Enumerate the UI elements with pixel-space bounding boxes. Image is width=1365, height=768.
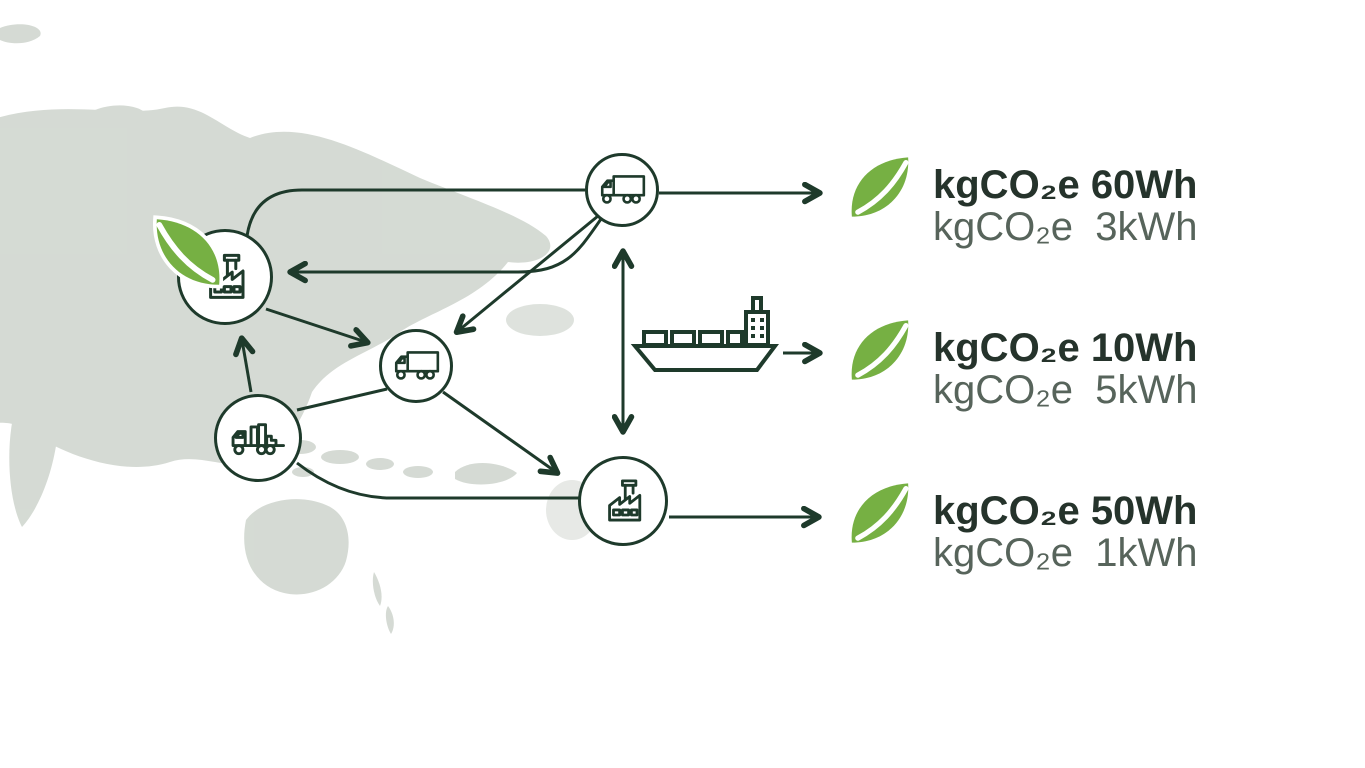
emission-secondary-text: kgCO₂e 5kWh [933,368,1198,412]
cargo-ship-icon [630,296,779,372]
leaf-icon [851,320,909,380]
factory-icon [608,479,642,522]
line-truck-cargo-to-factory-dest [296,461,579,500]
line-factory-to-truck-top [245,188,585,237]
emission-label-1: kgCO₂e 60Wh kgCO₂e 3kWh [843,150,1198,248]
emission-primary-text: kgCO₂e 50Wh [933,489,1198,533]
emission-primary-text: kgCO₂e 60Wh [933,163,1198,207]
arrow-factory-to-truck-mid [265,307,371,349]
emission-label-3: kgCO₂e 50Wh kgCO₂e 1kWh [843,476,1198,574]
factory-dest-node [578,456,668,546]
arrow-truck-mid-to-factory-dest [442,390,561,476]
emission-label-2: kgCO₂e 10Wh kgCO₂e 5kWh [843,313,1198,411]
emission-secondary-text: kgCO₂e 3kWh [933,205,1198,249]
leaf-icon [851,483,909,543]
leaf-icon [153,215,224,289]
cargo-truck-icon [231,423,285,456]
cargo-ship [630,294,780,382]
emission-secondary-text: kgCO₂e 1kWh [933,531,1198,575]
arrow-truck-cargo-to-factory [233,335,256,393]
truck-cargo-node [214,394,302,482]
leaf-icon [851,157,909,217]
line-truck-cargo-to-truck-mid [296,387,388,412]
truck-icon [600,175,646,204]
arrow-truck-top-to-truck-mid [453,214,599,336]
arrow-truck-top-to-factory [287,218,603,284]
truck-mid-node [379,329,453,403]
truck-top-node [585,153,659,227]
emission-primary-text: kgCO₂e 10Wh [933,326,1198,370]
truck-icon [394,351,440,380]
